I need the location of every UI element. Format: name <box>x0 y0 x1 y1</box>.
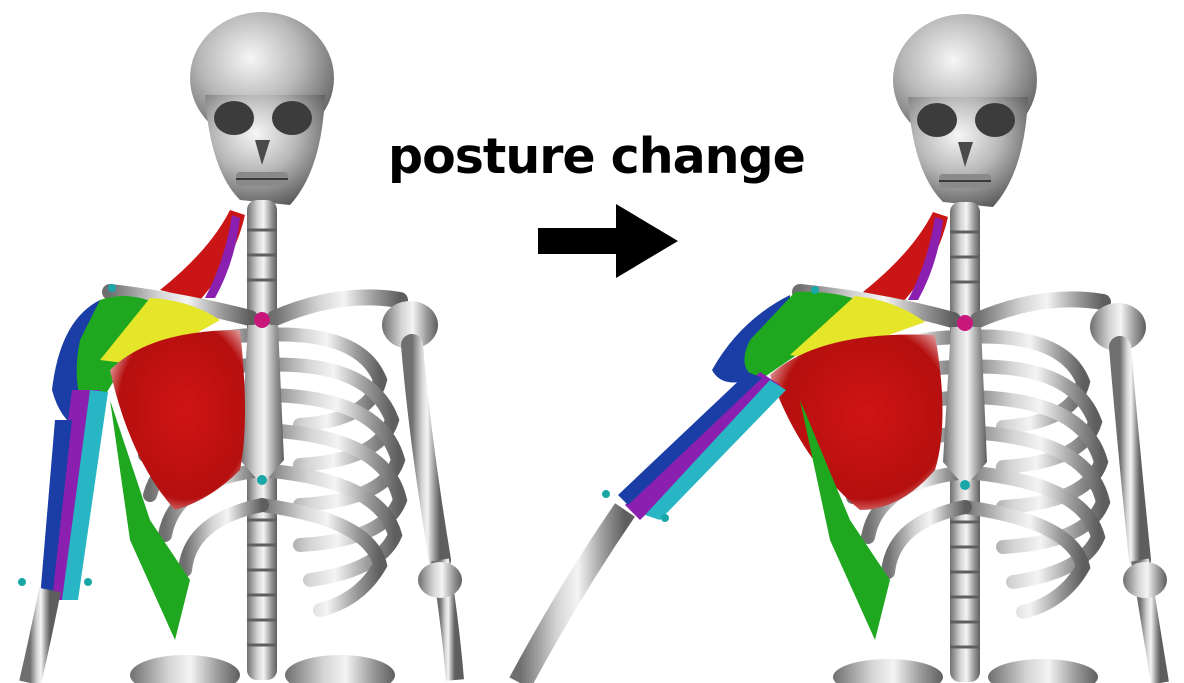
pelvis-right <box>130 655 240 683</box>
marker-teal <box>811 286 819 294</box>
marker-teal <box>960 480 970 490</box>
pelvis-right <box>833 659 943 683</box>
shoulder-muscles-after <box>618 292 943 640</box>
pelvis-left <box>285 655 395 683</box>
clavicle-left <box>275 297 400 318</box>
marker-teal <box>18 578 26 586</box>
skeleton-before <box>18 12 462 683</box>
sternum <box>240 325 284 485</box>
marker-teal <box>661 514 669 522</box>
right-arrow-icon <box>538 204 678 278</box>
marker-magenta <box>957 315 973 331</box>
marker-teal <box>84 578 92 586</box>
sternum <box>943 327 987 487</box>
skull <box>893 14 1037 207</box>
clavicle-left <box>978 299 1103 320</box>
marker-teal <box>257 475 267 485</box>
skull <box>190 12 334 205</box>
forearm-bone <box>520 510 625 683</box>
forearm-bone <box>30 590 50 683</box>
marker-magenta <box>254 312 270 328</box>
skeleton-after <box>520 14 1167 683</box>
posture-change-caption: posture change <box>388 128 818 190</box>
shoulder-muscles-before <box>40 296 245 640</box>
pelvis-left <box>988 659 1098 683</box>
marker-teal <box>602 490 610 498</box>
marker-teal <box>108 284 116 292</box>
